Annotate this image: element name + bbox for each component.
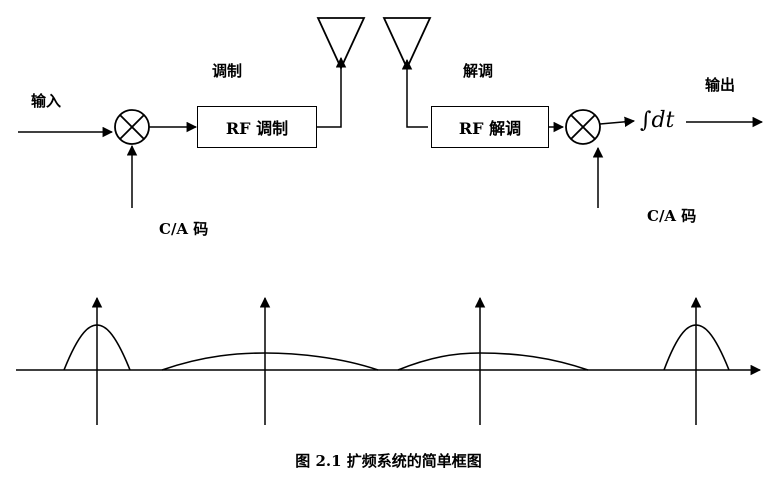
input-label: 输入: [31, 92, 62, 110]
rf-modulator-block: RF 调制: [197, 106, 317, 148]
figure-caption: 图 2.1 扩频系统的简单框图: [295, 452, 482, 470]
transmit-antenna-icon: [316, 17, 366, 71]
rf-demodulator-block: RF 解调: [431, 106, 549, 148]
receive-antenna-icon: [382, 17, 432, 71]
integrator-block: ∫dt: [640, 108, 675, 133]
modulate-label: 调制: [212, 62, 243, 80]
spread-spectrum-left: [161, 352, 379, 371]
output-label: 输出: [705, 76, 736, 94]
left-ca-code-label: C/A 码: [159, 220, 209, 238]
antenna-to-demodulator-line: [401, 58, 428, 128]
right-ca-code-label: C/A 码: [647, 207, 697, 225]
demodulate-label: 解调: [463, 62, 494, 80]
spread-spectrum-right: [397, 352, 589, 371]
narrowband-spectrum-left: [63, 324, 131, 371]
left-mixer-icon: [114, 109, 150, 145]
right-mixer-icon: [565, 109, 601, 145]
narrowband-spectrum-right: [663, 324, 730, 371]
mixer-to-integrator-arrow: [599, 116, 636, 128]
modulator-to-antenna-line: [317, 56, 347, 128]
